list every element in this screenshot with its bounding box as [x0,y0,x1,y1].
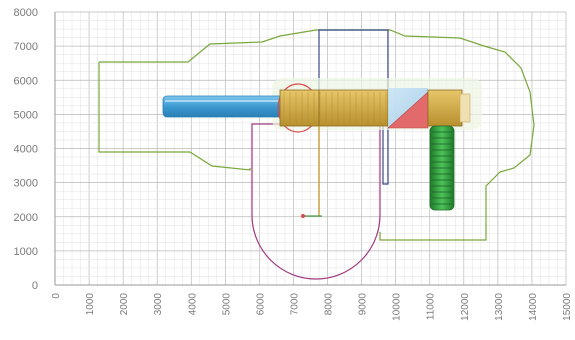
x-tick-label: 14000 [528,293,539,321]
y-tick-label: 6000 [14,75,38,87]
x-tick-label: 0 [51,293,62,299]
x-tick-label: 8000 [324,293,335,316]
x-tick-label: 4000 [187,293,198,316]
y-tick-label: 3000 [14,178,38,190]
x-tick-label: 6000 [255,293,266,316]
y-tick-label: 1000 [14,246,38,258]
plan-frame [54,12,566,286]
x-tick-label: 12000 [460,293,471,321]
x-tick-label: 11000 [426,293,437,321]
y-tick-label: 0 [32,280,38,292]
main-deck [279,89,389,127]
y-tick-label: 2000 [14,212,38,224]
tube-slide [162,95,284,118]
x-tick-label: 9000 [358,293,369,316]
x-axis-labels: 0 1000 2000 3000 4000 5000 6000 7000 8000 9000 100… [51,293,573,321]
y-tick-label: 7000 [14,41,38,53]
pole-marker [301,214,305,218]
y-tick-label: 8000 [14,7,38,19]
tower-rail [459,93,471,123]
x-tick-label: 15000 [562,293,573,321]
y-tick-label: 5000 [14,109,38,121]
climber-rungs [432,131,452,205]
safety-zone-outline-left [98,62,251,171]
plan-grid [54,11,567,286]
x-tick-label: 7000 [289,293,300,316]
x-tick-label: 10000 [392,293,403,321]
x-tick-label: 5000 [221,293,232,316]
y-axis-labels: 0 1000 2000 3000 4000 5000 6000 7000 8000 [14,7,38,292]
x-tick-label: 1000 [85,293,96,316]
x-tick-label: 2000 [119,293,130,316]
fall-zone-outline [251,123,381,280]
tower-deck [427,89,463,127]
safety-zone-outline [99,29,535,241]
equipment-drawing [98,29,535,280]
x-tick-label: 3000 [153,293,164,316]
x-tick-label: 13000 [494,293,505,321]
y-tick-label: 4000 [14,144,38,156]
